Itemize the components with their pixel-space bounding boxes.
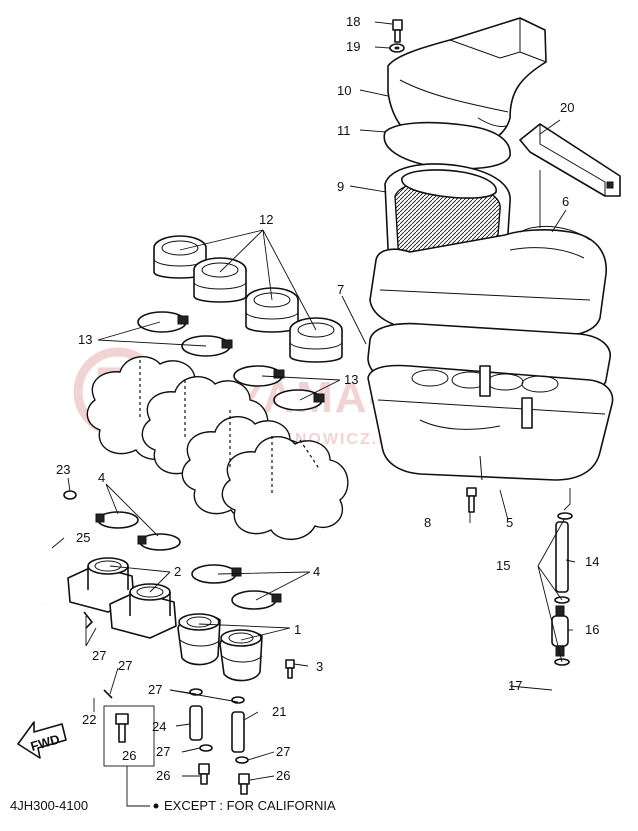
airbox-to-hose-leader [563,488,571,511]
callout-14: 14 [585,554,599,569]
callout-5: 5 [506,515,513,530]
callout-13-right: 13 [344,372,358,387]
callout-27-a: 27 [92,648,106,663]
callout-2: 2 [174,564,181,579]
clamp-4-upper [95,511,181,551]
callout-11: 11 [337,123,351,138]
carburetor-phantom-outline [86,356,349,540]
callout-18: 18 [346,14,360,29]
intake-duct-cover [387,17,547,151]
hose-17 [439,671,566,786]
callout-4-lower: 4 [313,564,320,579]
callout-24: 24 [152,719,166,734]
bracket-20 [519,123,621,197]
leader-lines [51,21,576,781]
callout-13-left: 13 [78,332,92,347]
callout-labels: 18 19 10 11 20 9 6 12 7 13 13 23 4 25 2 … [56,14,599,783]
hose-17-inner [438,671,568,788]
callout-8: 8 [424,515,431,530]
joint-1-set [177,613,263,682]
callout-3: 3 [316,659,323,674]
callout-10: 10 [337,83,351,98]
callout-26-california: 26 [122,748,136,763]
callout-19: 19 [346,39,360,54]
callout-27-e: 27 [276,744,290,759]
callout-17: 17 [508,678,522,693]
california-box [103,705,155,767]
fwd-arrow-icon: FWD [17,721,67,759]
hose-25-inner [22,509,68,606]
washer-19-icon [389,43,405,53]
callout-27-d: 27 [156,744,170,759]
callout-12: 12 [259,212,273,227]
plug-26-california [115,713,129,743]
callout-25: 25 [76,530,90,545]
callout-27-c: 27 [148,682,162,697]
diagram-code: 4JH300-4100 [10,798,88,813]
callout-20: 20 [560,100,574,115]
callout-26-right: 26 [276,768,290,783]
callout-15: 15 [496,558,510,573]
hose-22-inner [47,617,94,692]
california-bullet [153,803,159,809]
manifold-2-set [67,557,177,639]
callout-6: 6 [562,194,569,209]
hose-24 [189,705,203,741]
gasket-11 [383,121,511,170]
callout-27-b: 27 [118,658,132,673]
plug-26-set [198,763,250,795]
screw-3-icon [285,659,295,679]
clip-23-icon [63,490,77,500]
callout-7: 7 [337,282,344,297]
hose-21 [231,711,245,753]
callout-9: 9 [337,179,344,194]
callout-22: 22 [82,712,96,727]
callout-26-mid: 26 [156,768,170,783]
callout-16: 16 [585,622,599,637]
bolt-18-icon [392,19,403,43]
callout-4-upper: 4 [98,470,105,485]
callout-1: 1 [294,622,301,637]
joint-12-set [153,235,343,363]
airbox-lower-5 [367,364,614,481]
callout-21: 21 [272,704,286,719]
screw-8-icon [466,487,477,513]
callout-23: 23 [56,462,70,477]
california-footnote: EXCEPT : FOR CALIFORNIA [164,798,336,813]
hose-14 [555,521,569,593]
clamp-4-lower [191,564,282,610]
california-leader [126,766,150,807]
